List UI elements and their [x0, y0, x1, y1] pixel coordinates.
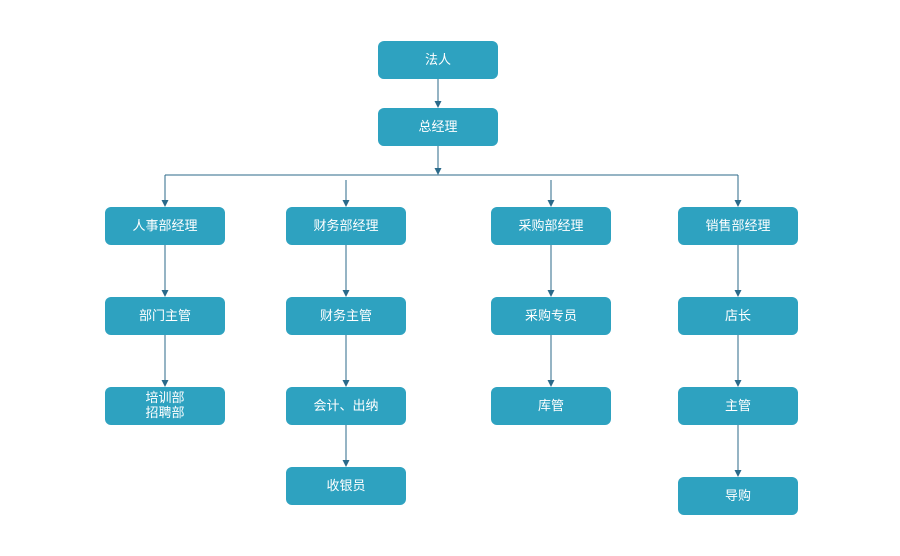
- arrowhead: [547, 290, 555, 297]
- node-warehouse: 库管: [491, 387, 611, 425]
- node-general-manager: 总经理: [378, 108, 498, 146]
- arrowhead: [161, 200, 169, 207]
- arrowhead: [342, 460, 350, 467]
- node-dept-supervisor: 部门主管: [105, 297, 225, 335]
- arrowhead: [342, 200, 350, 207]
- node-purchasing-specialist: 采购专员: [491, 297, 611, 335]
- node-store-manager: 店长: [678, 297, 798, 335]
- node-legal-person: 法人: [378, 41, 498, 79]
- arrowhead: [547, 380, 555, 387]
- arrowhead: [161, 290, 169, 297]
- node-purchasing-manager: 采购部经理: [491, 207, 611, 245]
- arrowhead: [734, 380, 742, 387]
- node-supervisor: 主管: [678, 387, 798, 425]
- arrowhead: [342, 380, 350, 387]
- arrowhead: [434, 168, 442, 175]
- arrowhead: [734, 290, 742, 297]
- arrowhead: [342, 290, 350, 297]
- node-cashier: 收银员: [286, 467, 406, 505]
- node-hr-manager: 人事部经理: [105, 207, 225, 245]
- arrowhead: [434, 101, 442, 108]
- node-shopping-guide: 导购: [678, 477, 798, 515]
- arrowhead: [734, 470, 742, 477]
- node-finance-manager: 财务部经理: [286, 207, 406, 245]
- node-accountant-cashier: 会计、出纳: [286, 387, 406, 425]
- node-sales-manager: 销售部经理: [678, 207, 798, 245]
- node-training-recruiting: 培训部 招聘部: [105, 387, 225, 425]
- arrowhead: [734, 200, 742, 207]
- arrowhead: [547, 200, 555, 207]
- node-finance-supervisor: 财务主管: [286, 297, 406, 335]
- arrowhead: [161, 380, 169, 387]
